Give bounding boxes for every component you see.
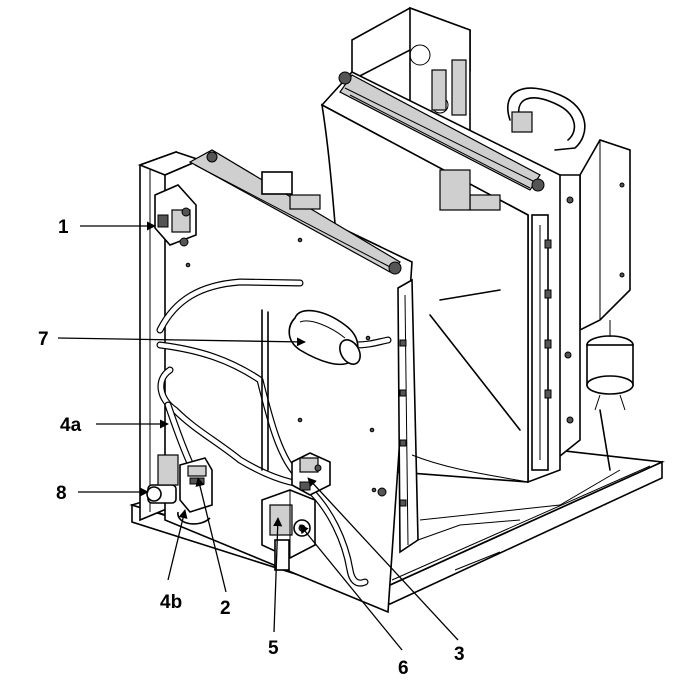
callout-1: 1 <box>58 217 69 238</box>
leader-7 <box>57 337 306 347</box>
callout-6: 6 <box>398 658 409 679</box>
hose-routing <box>156 278 392 587</box>
callout-labels: 1 7 4a 8 4b 2 5 6 3 <box>38 217 465 679</box>
callout-4a: 4a <box>60 415 82 436</box>
callout-3: 3 <box>454 644 465 665</box>
leader-4b <box>167 509 188 581</box>
callout-5: 5 <box>268 638 279 659</box>
front-cabinet <box>137 149 529 614</box>
callout-8: 8 <box>56 483 67 504</box>
component-3-solenoid-valve <box>291 452 331 496</box>
right-capacitor <box>586 320 634 471</box>
callout-7: 7 <box>38 329 49 350</box>
leader-2 <box>195 477 227 593</box>
carry-handle <box>507 87 586 151</box>
component-7-filter <box>288 309 361 366</box>
callout-4b: 4b <box>160 592 182 613</box>
leader-5 <box>273 517 283 633</box>
callout-2: 2 <box>220 598 231 619</box>
component-2-valve <box>177 457 213 525</box>
leader-3 <box>307 477 459 641</box>
component-1-pressure-switch <box>154 184 197 247</box>
leader-6 <box>299 524 403 651</box>
leader-lines <box>57 221 459 651</box>
component-5-pump <box>261 489 316 571</box>
